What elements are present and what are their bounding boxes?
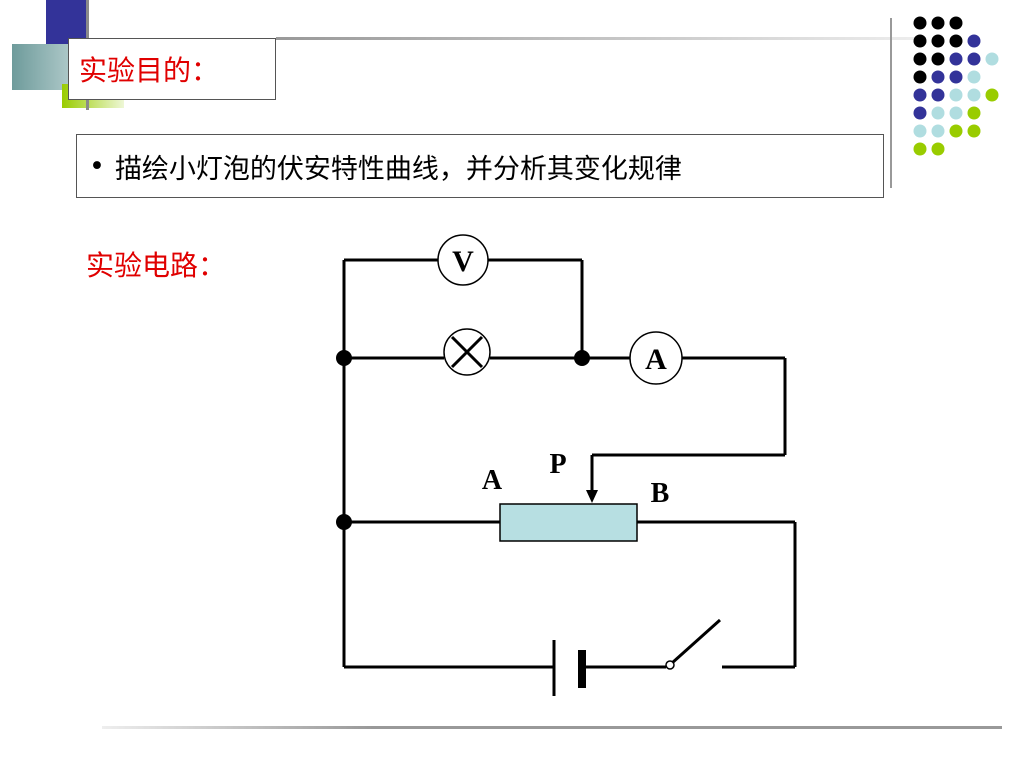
decor-dot (949, 106, 963, 120)
objective-text: 描绘小灯泡的伏安特性曲线，并分析其变化规律 (114, 153, 682, 185)
decor-dot (913, 88, 927, 102)
slider-arrowhead (586, 490, 598, 503)
decor-dot (985, 88, 999, 102)
decor-dot (985, 52, 999, 66)
objective-bullet: • (89, 150, 105, 182)
rheostat-end-b-label: B (651, 478, 670, 509)
lamp-cross-icon (443, 328, 491, 376)
decor-dot (967, 52, 981, 66)
decor-dot (931, 52, 945, 66)
switch-lever (670, 618, 722, 665)
decor-dot (931, 70, 945, 84)
junction-dot (574, 350, 590, 366)
decor-dot (913, 52, 927, 66)
slide-title: 实验目的： (79, 54, 220, 87)
decor-dot (967, 106, 981, 120)
decor-dot (931, 16, 945, 30)
decor-top-rule (276, 37, 926, 40)
junction-dot (336, 350, 352, 366)
decor-dot (949, 88, 963, 102)
decor-dot (913, 106, 927, 120)
decor-dot (949, 52, 963, 66)
decor-dot (967, 34, 981, 48)
objective-box: • 描绘小灯泡的伏安特性曲线，并分析其变化规律 (76, 134, 884, 198)
decor-dot (949, 70, 963, 84)
decor-dot (913, 124, 927, 138)
circuit-label: 实验电路： (86, 249, 227, 282)
switch-pivot (665, 660, 675, 670)
decor-dot (931, 88, 945, 102)
rheostat (499, 503, 638, 542)
decor-dot (913, 34, 927, 48)
junction-dot (336, 514, 352, 530)
voltmeter: V (437, 234, 489, 286)
decor-dot (967, 124, 981, 138)
decor-right-vertical-line (890, 18, 892, 188)
decor-dot (949, 16, 963, 30)
decor-dot (931, 106, 945, 120)
decor-dot (913, 70, 927, 84)
rheostat-end-a-label: A (482, 465, 503, 496)
decor-dot (967, 88, 981, 102)
voltmeter-label: V (452, 245, 474, 278)
decor-dot (913, 142, 927, 156)
ammeter-label: A (645, 343, 667, 376)
decor-dot (931, 124, 945, 138)
decor-dot (967, 70, 981, 84)
decor-dot (931, 34, 945, 48)
decor-dot (949, 34, 963, 48)
slider-p-label: P (549, 449, 566, 480)
decor-dot (949, 124, 963, 138)
decor-dot (913, 16, 927, 30)
ammeter: A (629, 331, 683, 385)
decor-dot (931, 142, 945, 156)
decor-bottom-rule (102, 726, 1002, 729)
title-box: 实验目的： (68, 38, 276, 100)
